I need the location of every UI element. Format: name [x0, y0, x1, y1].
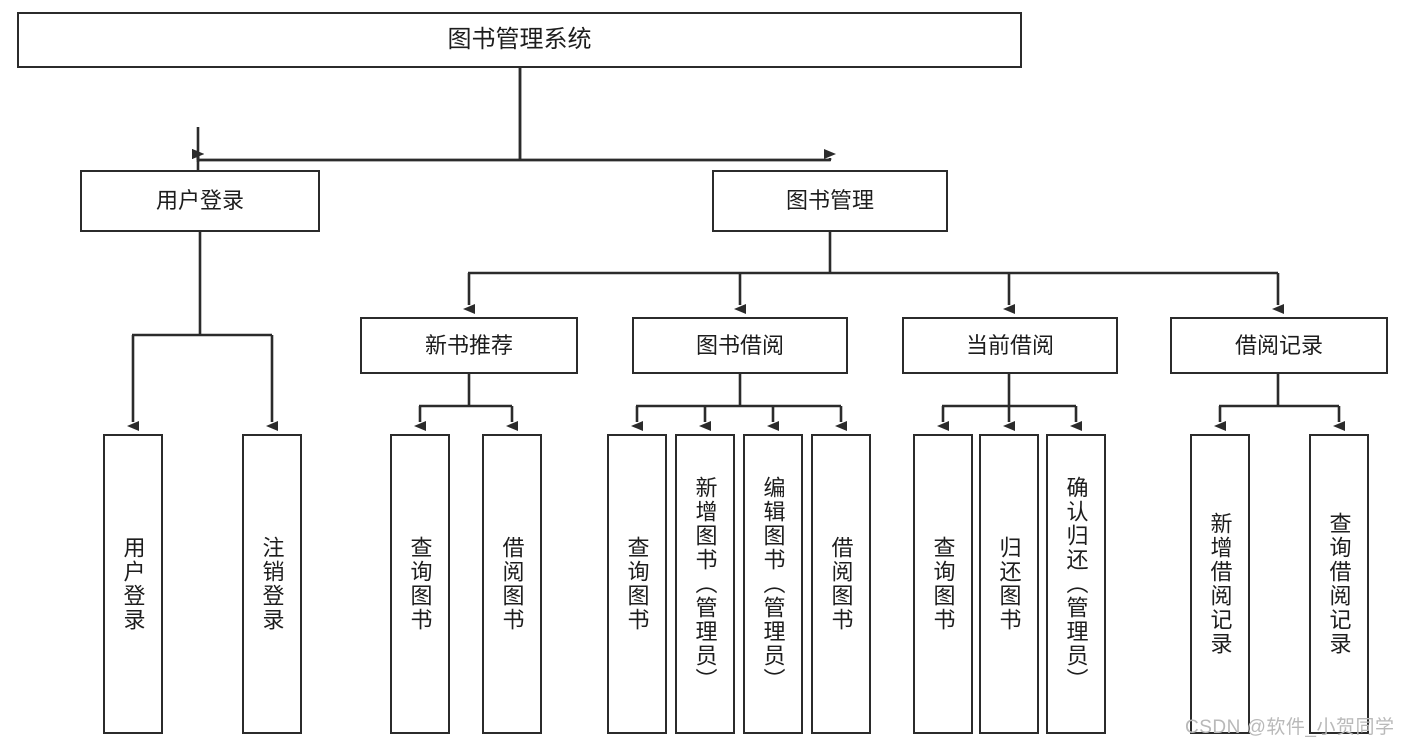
leaf-query-record-label: 查询借阅记录 [1326, 512, 1352, 656]
leaf-logout[interactable]: 注销登录 [242, 434, 302, 734]
node-borrow-record-label: 借阅记录 [1234, 332, 1323, 358]
leaf-return-book-label: 归还图书 [996, 536, 1022, 632]
node-new-book-recommend[interactable]: 新书推荐 [360, 317, 578, 374]
leaf-query-book-2[interactable]: 查询图书 [607, 434, 667, 734]
leaf-confirm-return-label: 确认归还（管理员） [1063, 476, 1089, 692]
csdn-watermark: CSDN @软件_小贺同学 [1185, 717, 1395, 738]
leaf-edit-book[interactable]: 编辑图书（管理员） [743, 434, 803, 734]
leaf-query-book-1[interactable]: 查询图书 [390, 434, 450, 734]
leaf-borrow-book-2-label: 借阅图书 [828, 536, 854, 632]
leaf-confirm-return[interactable]: 确认归还（管理员） [1046, 434, 1106, 734]
node-book-borrow[interactable]: 图书借阅 [632, 317, 848, 374]
leaf-borrow-book-2[interactable]: 借阅图书 [811, 434, 871, 734]
node-book-borrow-label: 图书借阅 [695, 332, 784, 358]
leaf-query-book-1-label: 查询图书 [407, 536, 433, 632]
leaf-user-login[interactable]: 用户登录 [103, 434, 163, 734]
node-current-borrow[interactable]: 当前借阅 [902, 317, 1118, 374]
node-root[interactable]: 图书管理系统 [17, 12, 1022, 68]
node-book-manage-label: 图书管理 [785, 188, 874, 214]
leaf-query-book-2-label: 查询图书 [624, 536, 650, 632]
leaf-borrow-book-1-label: 借阅图书 [499, 536, 525, 632]
leaf-add-record[interactable]: 新增借阅记录 [1190, 434, 1250, 734]
node-book-manage[interactable]: 图书管理 [712, 170, 948, 232]
leaf-borrow-book-1[interactable]: 借阅图书 [482, 434, 542, 734]
leaf-user-login-label: 用户登录 [120, 536, 146, 632]
leaf-logout-label: 注销登录 [259, 536, 285, 632]
node-user-login[interactable]: 用户登录 [80, 170, 320, 232]
leaf-query-record[interactable]: 查询借阅记录 [1309, 434, 1369, 734]
node-borrow-record[interactable]: 借阅记录 [1170, 317, 1388, 374]
leaf-add-book[interactable]: 新增图书（管理员） [675, 434, 735, 734]
leaf-return-book[interactable]: 归还图书 [979, 434, 1039, 734]
leaf-query-book-3-label: 查询图书 [930, 536, 956, 632]
node-user-login-label: 用户登录 [155, 188, 244, 214]
leaf-add-book-label: 新增图书（管理员） [692, 476, 718, 692]
node-current-borrow-label: 当前借阅 [965, 332, 1054, 358]
leaf-edit-book-label: 编辑图书（管理员） [760, 476, 786, 692]
leaf-query-book-3[interactable]: 查询图书 [913, 434, 973, 734]
leaf-add-record-label: 新增借阅记录 [1207, 512, 1233, 656]
node-root-label: 图书管理系统 [447, 25, 592, 53]
node-new-book-recommend-label: 新书推荐 [424, 332, 513, 358]
